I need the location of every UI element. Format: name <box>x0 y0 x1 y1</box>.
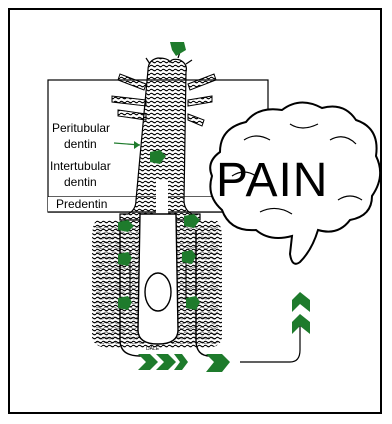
predentin-label: Predentin <box>56 197 107 211</box>
tiny-marker-label: DALE <box>146 346 160 352</box>
peritubular-label-line2: dentin <box>64 137 97 151</box>
intertubular-label-line1: Intertubular <box>50 159 111 173</box>
pain-label: PAIN <box>216 154 328 207</box>
green-chevron-arrow-icon <box>138 354 188 370</box>
green-chevron-arrow-icon <box>206 354 230 372</box>
green-chevron-arrow-icon <box>292 292 310 334</box>
green-chevron-arrow-icon <box>170 42 186 56</box>
intertubular-label-line2: dentin <box>64 175 97 189</box>
peritubular-label-line1: Peritubular <box>52 121 110 135</box>
